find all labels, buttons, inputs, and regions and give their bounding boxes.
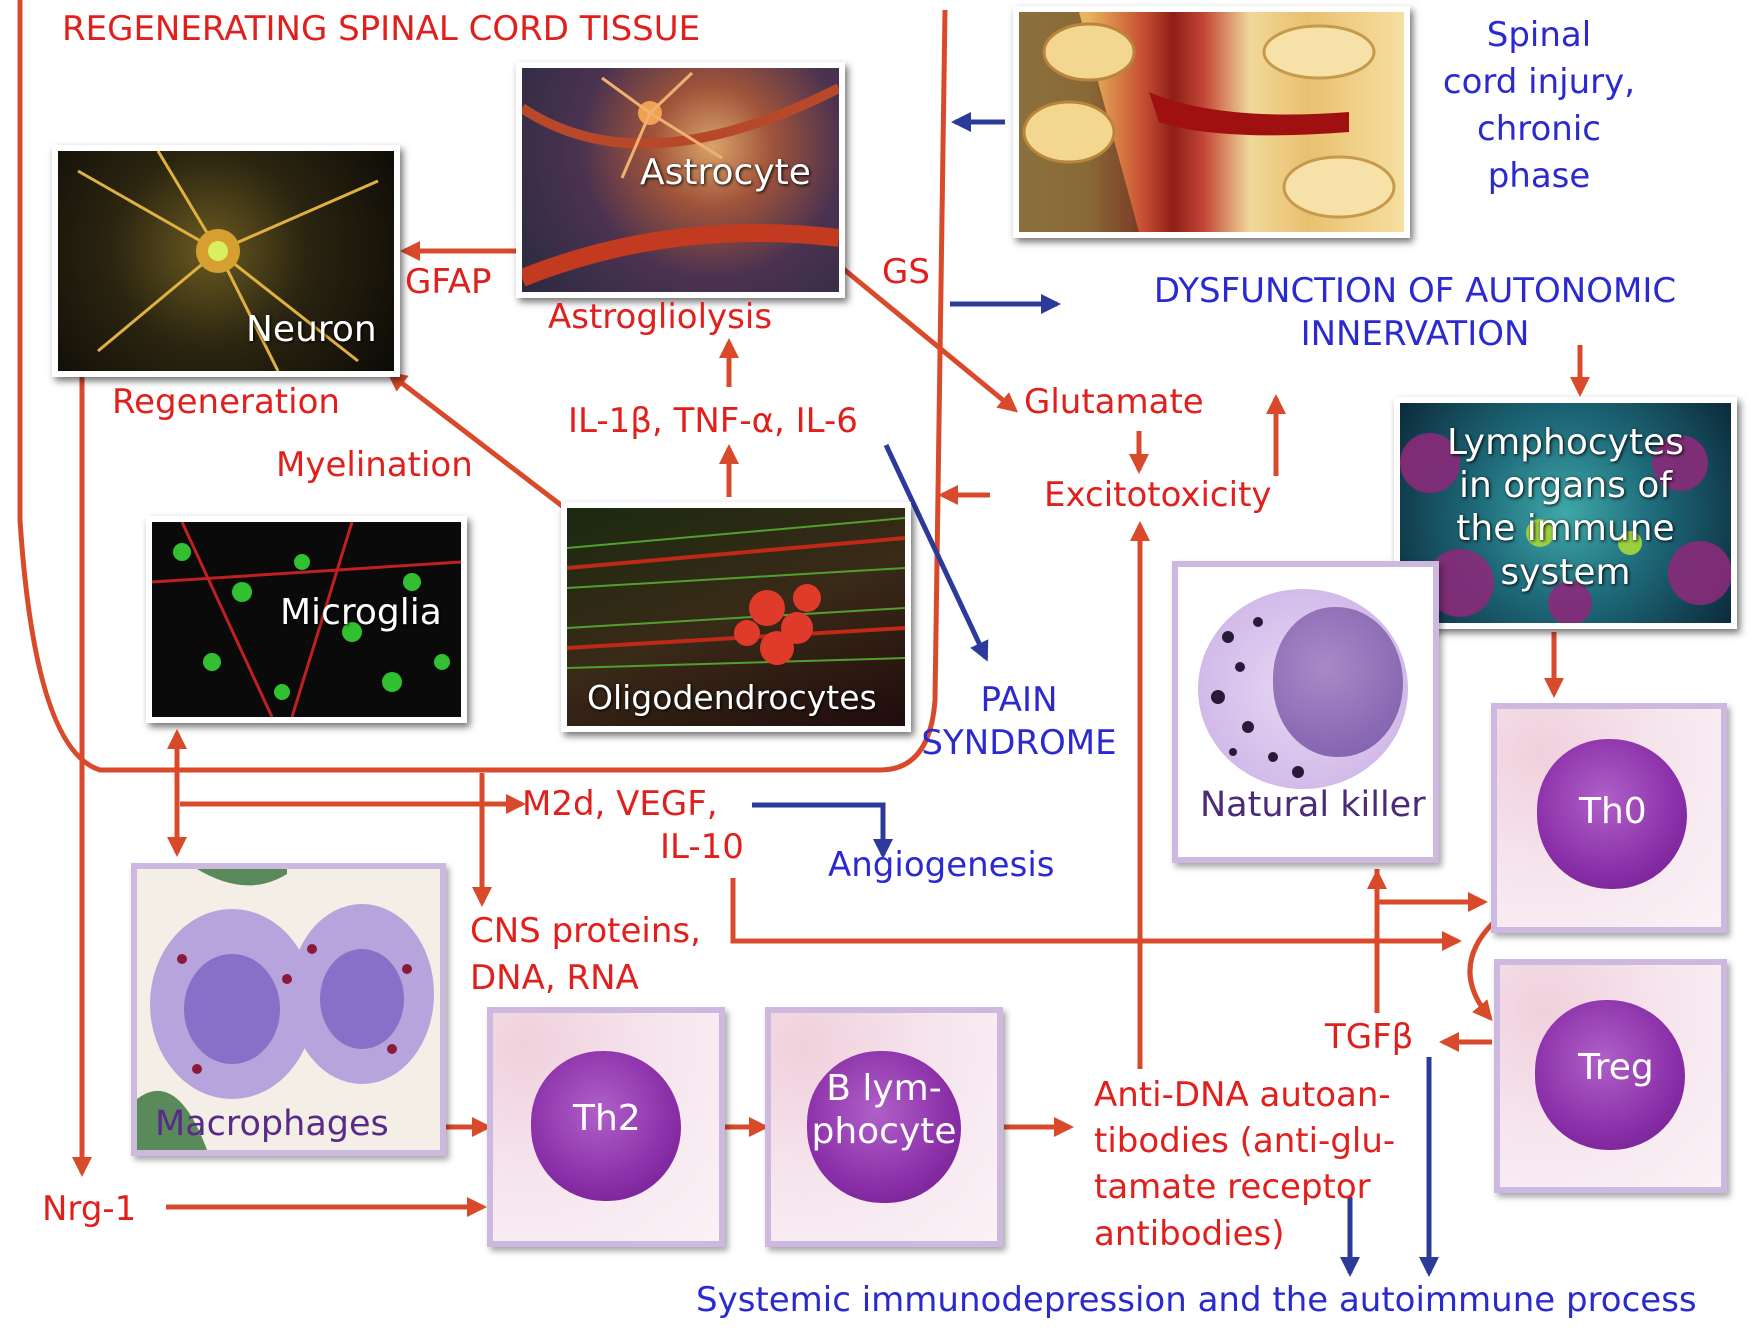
sci-chronic-line-3: chronic: [1477, 108, 1601, 149]
oligodendrocytes-image: Oligodendrocytes: [561, 502, 911, 732]
regenerating-tissue-title: REGENERATING SPINAL CORD TISSUE: [62, 9, 701, 49]
sci-chronic-line-4: phase: [1487, 155, 1591, 196]
treg-image: Treg: [1494, 959, 1727, 1193]
astrocyte-drawing: [522, 71, 839, 287]
gs-label: GS: [882, 252, 930, 292]
arrow-oligo-to-neuron: [386, 371, 572, 514]
sci-chronic-label: Spinal cord injury, chronic phase: [1408, 12, 1670, 200]
lymphocytes-image: Lymphocytes in organs of the immune syst…: [1394, 397, 1737, 629]
th2-label: Th2: [573, 1098, 641, 1139]
oligodendrocytes-label: Oligodendrocytes: [587, 678, 877, 717]
arrow-cytokines-to-pain: [883, 443, 989, 662]
lymphocytes-label-line-4: system: [1500, 551, 1631, 593]
arrow-th0-to-treg: [1467, 920, 1496, 1022]
anti-dna-label: Anti-DNA autoan- tibodies (anti-glu- tam…: [1094, 1072, 1395, 1257]
arrow-astrocyte-to-glutamate: [833, 260, 1019, 413]
regeneration-label: Regeneration: [112, 382, 340, 422]
dysfunction-label: DYSFUNCTION OF AUTONOMIC INNERVATION: [1100, 270, 1730, 355]
myelination-label: Myelination: [276, 445, 473, 485]
arrow-il10-to-treg: [730, 878, 1462, 951]
tgfb-label: TGFβ: [1325, 1017, 1414, 1057]
treg-label: Treg: [1578, 1047, 1654, 1088]
pain-line-2: SYNDROME: [921, 722, 1117, 763]
excitotoxicity-label: Excitotoxicity: [1044, 475, 1272, 515]
tissue-boundary-line: [17, 0, 948, 773]
cns-proteins-label: CNS proteins, DNA, RNA: [470, 908, 701, 1002]
sci-chronic-line-1: Spinal: [1486, 15, 1592, 55]
lymphocytes-label-line-1: Lymphocytes: [1447, 422, 1684, 463]
astrocyte-label: Astrocyte: [640, 152, 811, 193]
gfap-label: GFAP: [405, 262, 492, 302]
m2d-vegf-label: M2d, VEGF, IL-10: [522, 783, 744, 868]
lymphocytes-label-line-3: the immune: [1456, 508, 1675, 550]
macrophages-drawing: [137, 869, 434, 1150]
natural-killer-granules: [1211, 617, 1304, 778]
anti-dna-line-4: antibodies): [1094, 1213, 1285, 1254]
m2d-line-1: M2d, VEGF,: [522, 784, 718, 824]
arrow-vegf-to-angiogenesis: [752, 802, 893, 859]
oligodendrocytes-drawing: [567, 517, 905, 669]
cns-proteins-line-1: CNS proteins,: [470, 911, 701, 951]
systemic-label: Systemic immunodepression and the autoim…: [696, 1280, 1697, 1320]
dysfunction-line-1: DYSFUNCTION OF AUTONOMIC: [1153, 271, 1677, 311]
th0-label: Th0: [1579, 791, 1647, 832]
pain-syndrome-label: PAIN SYNDROME: [908, 679, 1130, 764]
pain-line-1: PAIN: [980, 680, 1058, 720]
astrogliolysis-label: Astrogliolysis: [548, 297, 773, 337]
th0-image: Th0: [1491, 703, 1727, 933]
neuron-drawing: [77, 151, 379, 371]
neuron-label: Neuron: [246, 309, 377, 350]
spinal-cord-illustration: [1013, 6, 1410, 238]
spinal-cord-drawing: [1019, 12, 1396, 232]
cytokines-label: IL-1β, TNF-α, IL-6: [568, 401, 858, 441]
cns-proteins-line-2: DNA, RNA: [470, 957, 639, 998]
lymphocytes-label-line-2: in organs of: [1458, 465, 1673, 507]
glutamate-label: Glutamate: [1024, 382, 1204, 422]
dysfunction-line-2: INNERVATION: [1300, 313, 1530, 354]
b-lymphocyte-image: B lym- phocyte: [765, 1007, 1003, 1247]
microglia-drawing: [152, 522, 461, 717]
macrophages-label: Macrophages: [155, 1104, 389, 1144]
macrophages-image: Macrophages: [131, 863, 446, 1156]
anti-dna-line-1: Anti-DNA autoan-: [1094, 1075, 1391, 1115]
neuron-image: Neuron: [52, 145, 400, 377]
b-lymphocyte-label-line-2: phocyte: [811, 1111, 957, 1153]
natural-killer-label: Natural killer: [1200, 785, 1426, 825]
astrocyte-image: Astrocyte: [516, 62, 845, 298]
anti-dna-line-2: tibodies (anti-glu-: [1094, 1121, 1396, 1162]
microglia-label: Microglia: [280, 592, 442, 633]
sci-chronic-line-2: cord injury,: [1442, 61, 1636, 102]
anti-dna-line-3: tamate receptor: [1094, 1167, 1371, 1208]
microglia-image: Microglia: [146, 516, 467, 723]
natural-killer-image: Natural killer: [1172, 561, 1439, 863]
b-lymphocyte-label-line-1: B lym-: [826, 1068, 942, 1109]
angiogenesis-label: Angiogenesis: [828, 845, 1055, 885]
m2d-line-2: IL-10: [660, 826, 744, 867]
nrg1-label: Nrg-1: [42, 1189, 137, 1229]
th2-image: Th2: [487, 1007, 725, 1247]
lymphocytes-drawing: [1400, 433, 1731, 623]
